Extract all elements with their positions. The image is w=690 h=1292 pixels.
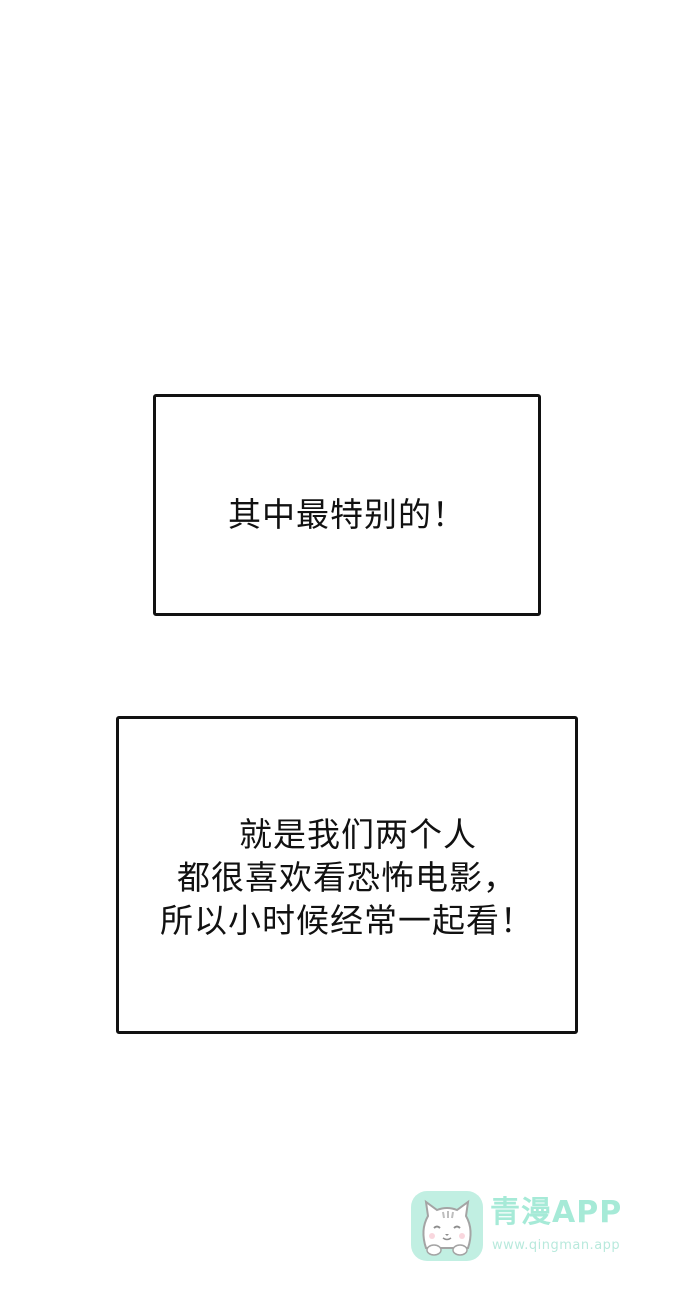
caption-line: 所以小时候经常一起看！ [160,900,534,940]
watermark: 青漫APP www.qingman.app [410,1188,650,1268]
caption-box-1: 其中最特别的！ [153,394,541,616]
caption-line: 就是我们两个人 [239,814,477,854]
caption-line: 都很喜欢看恐怖电影， [177,857,517,897]
caption-text-2: 就是我们两个人 都很喜欢看恐怖电影， 所以小时候经常一起看！ [160,813,534,942]
cat-face-icon [410,1190,484,1262]
watermark-title: 青漫APP [490,1195,623,1230]
caption-line: 其中最特别的！ [228,494,466,534]
caption-text-1: 其中最特别的！ [228,493,466,536]
caption-box-2: 就是我们两个人 都很喜欢看恐怖电影， 所以小时候经常一起看！ [116,716,578,1034]
watermark-url: www.qingman.app [492,1238,621,1253]
